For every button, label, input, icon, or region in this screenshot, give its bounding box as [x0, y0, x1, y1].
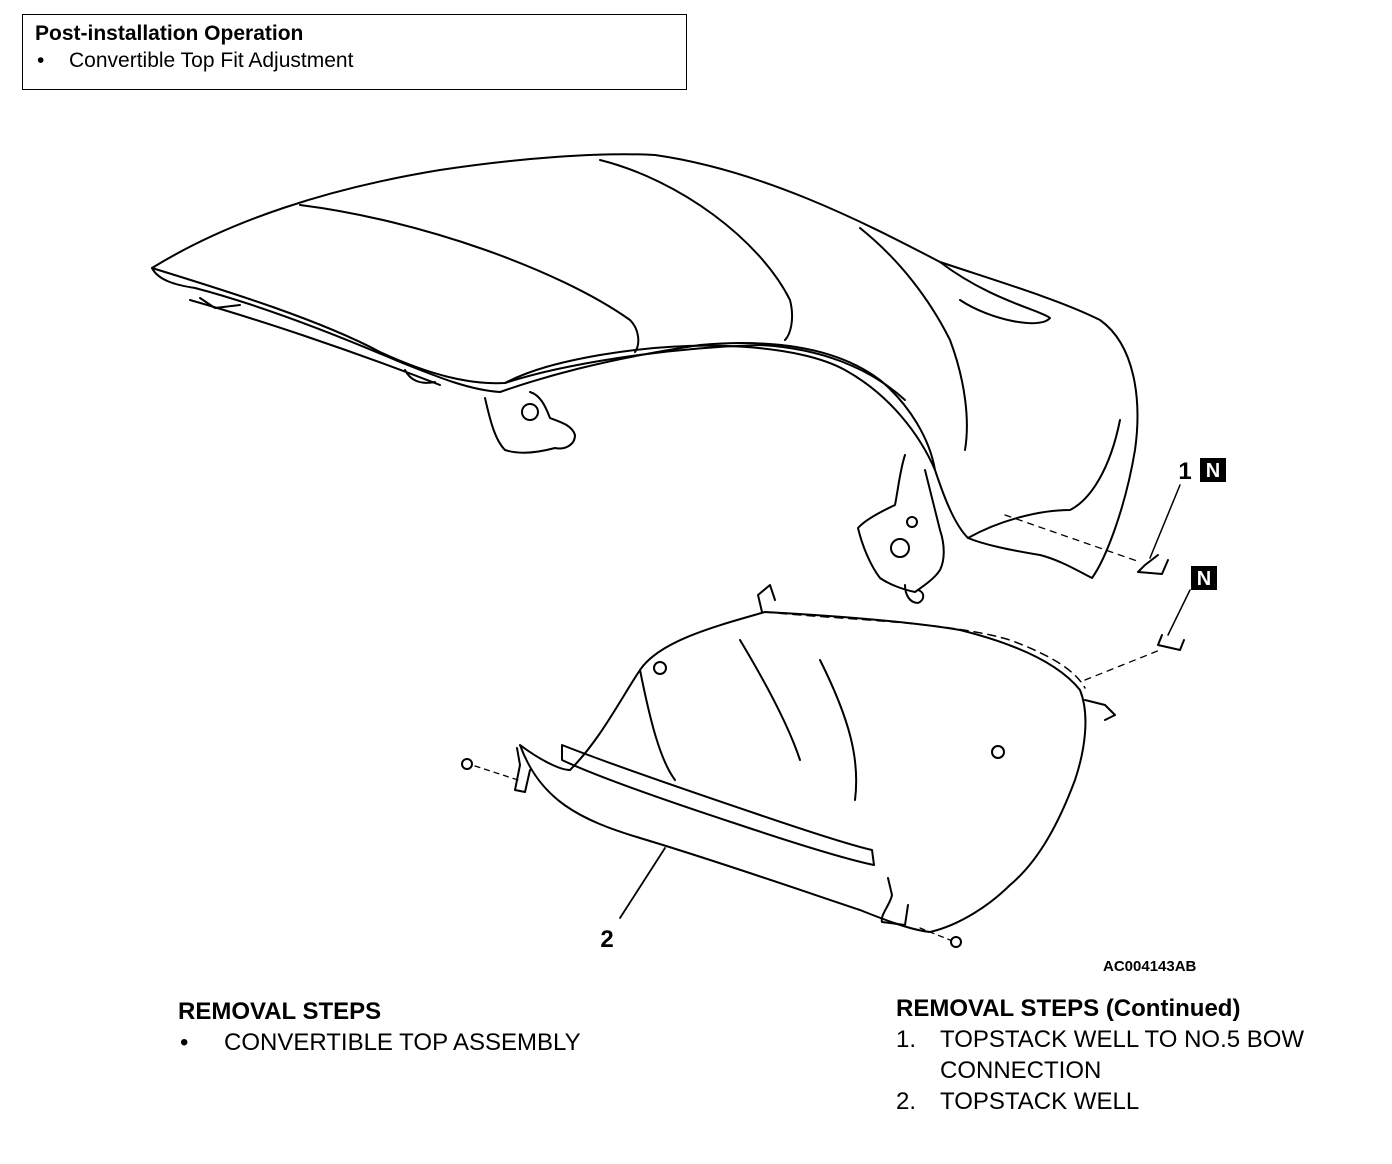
- post-installation-item: • Convertible Top Fit Adjustment: [35, 47, 674, 75]
- removal-step-label: CONVERTIBLE TOP ASSEMBLY: [224, 1029, 581, 1056]
- post-installation-box: Post-installation Operation • Convertibl…: [22, 14, 687, 90]
- new-part-mark-2-label: N: [1197, 568, 1211, 590]
- step-number: 2.: [896, 1088, 917, 1115]
- list-item: • CONVERTIBLE TOP ASSEMBLY: [178, 1027, 581, 1058]
- step-label-continued: CONNECTION: [940, 1057, 1102, 1084]
- right-hinge: [857, 454, 945, 593]
- bullet-icon: •: [37, 49, 45, 72]
- topstack-well-outline: [519, 611, 1087, 933]
- list-item: 2. TOPSTACK WELL: [896, 1086, 1304, 1117]
- figure-code: AC004143AB: [1103, 958, 1197, 975]
- step-label: TOPSTACK WELL: [940, 1088, 1140, 1115]
- step-label: TOPSTACK WELL TO NO.5 BOW: [940, 1026, 1305, 1053]
- bullet-icon: •: [180, 1029, 189, 1056]
- convertible-top-outline: [151, 153, 1139, 579]
- removal-steps-continued-title: REMOVAL STEPS (Continued): [896, 995, 1241, 1022]
- list-item: 1. TOPSTACK WELL TO NO.5 BOW CONNECTION: [896, 1024, 1304, 1086]
- removal-steps-title: REMOVAL STEPS: [178, 998, 382, 1025]
- callout-2: 2: [600, 926, 613, 953]
- removal-steps-continued: REMOVAL STEPS (Continued) 1. TOPSTACK WE…: [896, 993, 1304, 1117]
- post-installation-item-label: Convertible Top Fit Adjustment: [69, 49, 354, 72]
- new-part-mark-2: [1191, 566, 1217, 590]
- new-part-mark-1-label: N: [1206, 460, 1220, 482]
- removal-steps-left: REMOVAL STEPS • CONVERTIBLE TOP ASSEMBLY: [178, 996, 581, 1058]
- clip-2: [1157, 634, 1185, 651]
- clip-1: [1137, 554, 1169, 575]
- step-number: 1.: [896, 1026, 917, 1053]
- post-installation-title: Post-installation Operation: [35, 22, 304, 45]
- new-part-mark-1: [1200, 458, 1226, 482]
- callout-1: 1: [1178, 458, 1191, 485]
- left-hinge: [484, 391, 576, 454]
